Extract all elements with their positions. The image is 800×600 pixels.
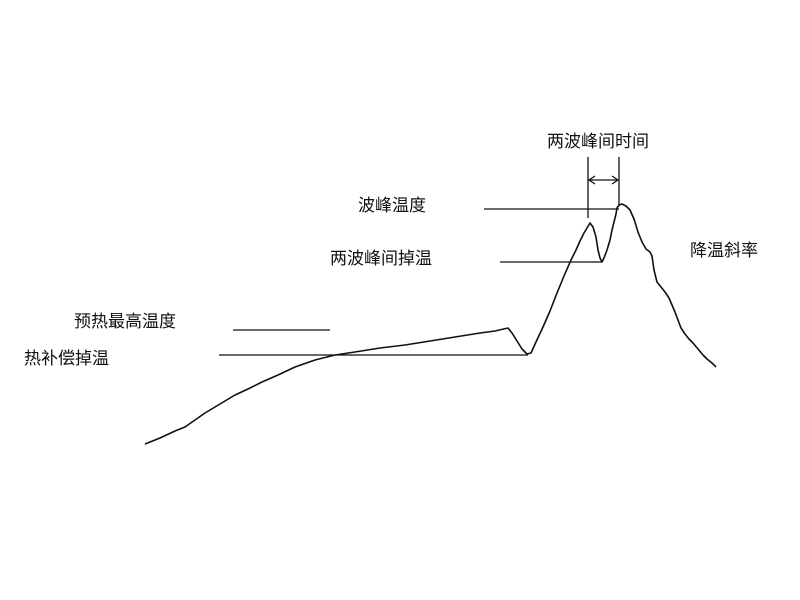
arrowhead-right xyxy=(611,175,620,185)
heat-compensation-drop-label: 热补偿掉温 xyxy=(24,349,109,369)
arrowhead-left xyxy=(587,175,596,185)
wave-peak-temp-label: 波峰温度 xyxy=(358,196,426,216)
temperature-curve xyxy=(144,203,717,445)
cooling-slope-label: 降温斜率 xyxy=(690,241,758,261)
inter-peak-drop-label: 两波峰间掉温 xyxy=(330,249,432,269)
peak-interval-label: 两波峰间时间 xyxy=(547,132,649,152)
preheat-max-temp-label: 预热最高温度 xyxy=(74,312,176,332)
